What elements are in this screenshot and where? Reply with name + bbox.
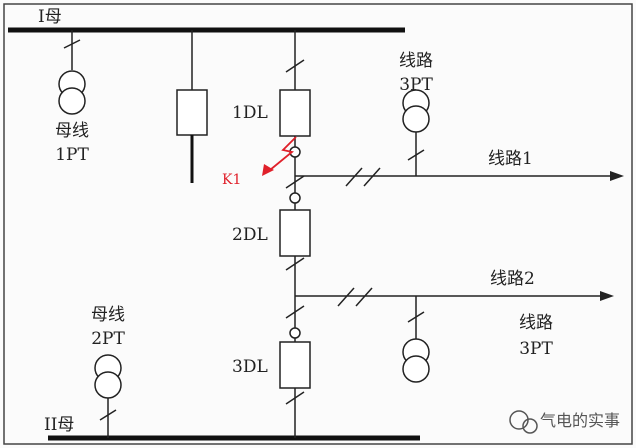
disconnector-mark <box>285 175 305 189</box>
breaker-2dl-label: 2DL <box>232 225 268 245</box>
disconnector-mark <box>355 287 373 307</box>
bus-ii-label: II母 <box>44 415 74 435</box>
diagram-frame <box>3 3 633 445</box>
line-1-label: 线路1 <box>488 149 533 169</box>
disconnector-mark <box>407 311 425 323</box>
watermark-text: 气电的实事 <box>540 411 620 430</box>
breaker-3dl-label: 3DL <box>232 357 268 377</box>
pt2-label-bottom: 2PT <box>91 329 125 349</box>
bus-pt-1: 母线 1PT <box>55 30 89 165</box>
current-transformer <box>289 327 301 339</box>
disconnector-mark <box>99 409 117 421</box>
disconnector-mark <box>285 391 305 405</box>
disconnector-mark <box>285 305 305 319</box>
line-2-label: 线路2 <box>490 269 535 289</box>
pt1-label-top: 母线 <box>55 121 89 141</box>
pt1-label-bottom: 1PT <box>55 145 89 165</box>
bus-pt-2: 母线 2PT <box>91 305 125 438</box>
breaker-1dl <box>279 89 311 137</box>
pt-winding-lower <box>402 105 430 133</box>
arrester <box>176 30 208 183</box>
watermark: 气电的实事 <box>509 410 620 434</box>
disconnector-mark <box>337 287 355 307</box>
disconnector-mark <box>407 149 425 161</box>
disconnector-mark <box>63 39 81 49</box>
fault-lightning-icon <box>269 136 297 171</box>
pt4-label-top: 线路 <box>519 313 553 333</box>
pt-winding-lower <box>94 371 122 399</box>
arrester-body <box>176 89 208 136</box>
line-2-arrow-icon <box>600 291 614 301</box>
disconnector-mark <box>285 257 305 271</box>
line-pt-lower: 线路 3PT <box>402 296 553 383</box>
pt3-label-top: 线路 <box>399 51 433 71</box>
fault-k1: K1 <box>222 136 297 188</box>
current-transformer <box>289 192 301 204</box>
pt-winding-lower <box>402 355 430 383</box>
breaker-2dl <box>279 209 311 257</box>
disconnector-mark <box>345 167 363 187</box>
fault-arrow-icon <box>262 164 274 176</box>
disconnector-mark <box>285 59 305 73</box>
wechat-logo-icon <box>522 418 538 434</box>
line-1-arrow-icon <box>610 171 624 181</box>
breaker-1dl-label: 1DL <box>232 103 268 123</box>
pt4-label-bottom: 3PT <box>519 339 553 359</box>
breaker-3dl <box>279 341 311 389</box>
line-pt-upper: 线路 3PT <box>399 51 433 176</box>
pt3-label-bottom: 3PT <box>399 75 433 95</box>
bus-i-label: I母 <box>38 7 62 27</box>
fault-label: K1 <box>222 172 241 188</box>
disconnector-mark <box>363 167 381 187</box>
pt2-label-top: 母线 <box>91 305 125 325</box>
pt-winding-lower <box>58 87 86 115</box>
